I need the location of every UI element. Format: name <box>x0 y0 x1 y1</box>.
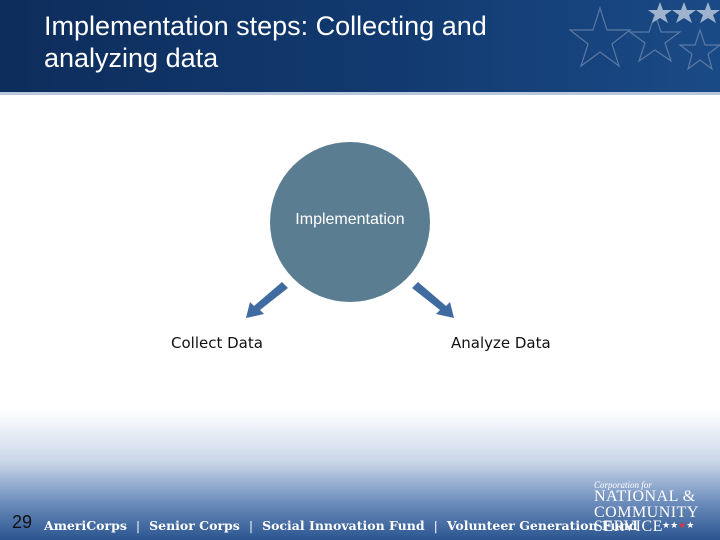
implementation-label: Implementation <box>295 211 405 228</box>
footer-separator: | <box>433 518 438 533</box>
collect-data-label: Collect Data <box>171 334 263 352</box>
footer-item-social-innovation-fund: Social Innovation Fund <box>262 518 425 533</box>
footer-program-list: AmeriCorps | Senior Corps | Social Innov… <box>44 518 637 533</box>
cncs-logo: Corporation for NATIONAL & COMMUNITY SER… <box>594 480 716 536</box>
logo-line-national: NATIONAL & <box>594 488 696 505</box>
analyze-data-label: Analyze Data <box>451 334 551 352</box>
arrow-down-right-icon <box>412 282 454 318</box>
implementation-circle <box>270 142 430 302</box>
star-icon <box>568 2 720 71</box>
arrow-down-left-icon <box>246 282 288 318</box>
footer-separator: | <box>248 518 254 533</box>
header-divider <box>0 92 720 95</box>
slide-number: 29 <box>12 512 33 532</box>
logo-stars-icon: ★★★★ <box>662 520 695 530</box>
footer-separator: | <box>135 518 141 533</box>
logo-corporation-for: Corporation for <box>594 480 652 490</box>
slide-header: Implementation steps: Collecting and ana… <box>0 0 720 92</box>
footer-background <box>0 410 720 540</box>
footer-item-senior-corps: Senior Corps <box>149 518 240 533</box>
footer-item-americorps: AmeriCorps <box>44 518 127 533</box>
footer-item-volunteer-generation-fund: Volunteer Generation Fund <box>446 518 638 533</box>
logo-line-community: COMMUNITY <box>594 504 699 521</box>
slide-title: Implementation steps: Collecting and ana… <box>44 11 487 73</box>
logo-line-service: SERVICE <box>594 518 663 535</box>
